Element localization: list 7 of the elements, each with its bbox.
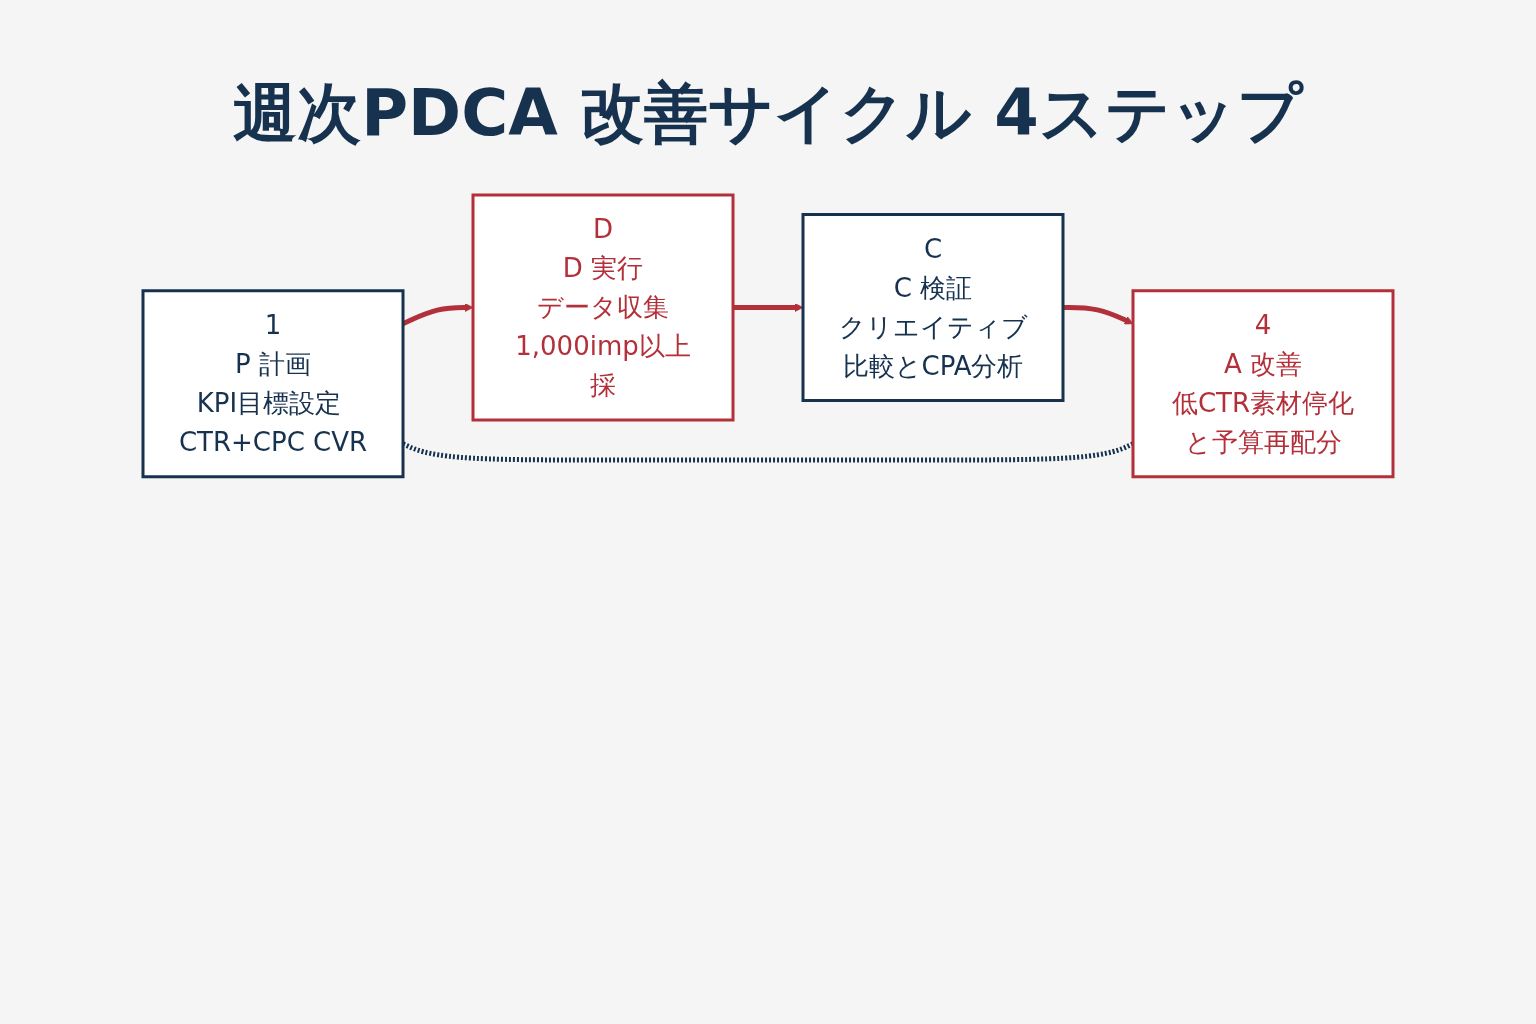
diagram-title: 週次PDCA 改善サイクル 4ステップ bbox=[232, 75, 1305, 152]
node-box: C C 検証 クリエイティブ比較とCPA分析 bbox=[801, 213, 1065, 402]
node-box: D D 実行 データ収集1,000imp以上採 bbox=[471, 193, 735, 422]
arrow bbox=[733, 303, 804, 312]
node-box: 1 P 計画 KPI目標設定 CTR+CPC CVR bbox=[141, 289, 405, 479]
arrow bbox=[1063, 305, 1134, 325]
node-box: 4 A 改善 低CTR素材停化と予算再配分 bbox=[1131, 289, 1395, 479]
